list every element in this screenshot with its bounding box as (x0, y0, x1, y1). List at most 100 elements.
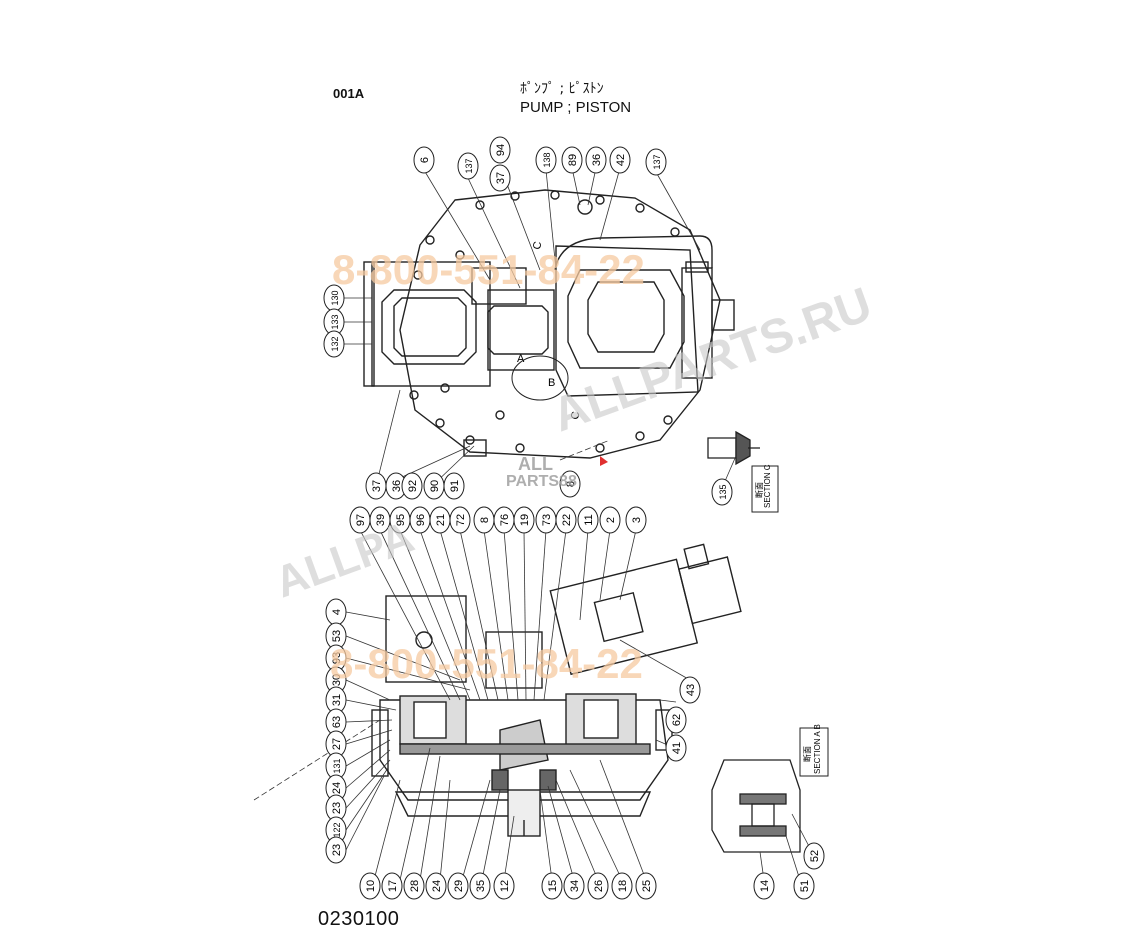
callout-top-16: 91 (443, 472, 465, 500)
callout-number: 39 (375, 514, 387, 526)
callout-number: 37 (371, 480, 383, 492)
callout-number: 21 (435, 514, 447, 526)
title-english: PUMP ; PISTON (520, 99, 632, 116)
callout-bottom-27: 62 (665, 706, 687, 734)
callout-bottom-28: 41 (665, 734, 687, 762)
callout-number: 4 (331, 609, 343, 615)
callout-top-4: 138 (535, 146, 557, 174)
callout-top-12: 37 (365, 472, 387, 500)
pump-body (555, 245, 699, 397)
callout-number: 22 (561, 514, 573, 526)
callout-top-1: 137 (457, 152, 479, 180)
callout-number: 93 (331, 652, 343, 664)
callout-bottom-9: 73 (535, 506, 557, 534)
callout-number: 135 (718, 484, 728, 499)
watermark-logo-line2: PARTS88 (506, 473, 577, 490)
callout-top-2: 94 (489, 136, 511, 164)
callout-bottom-37: 34 (563, 872, 585, 900)
section-c-detail (707, 430, 760, 466)
callout-number: 14 (759, 880, 771, 892)
tilted-regulator (549, 543, 742, 676)
callout-top-8: 137 (645, 148, 667, 176)
callout-number: 23 (331, 844, 343, 856)
callout-top-0: 6 (413, 146, 435, 174)
callout-number: 18 (617, 880, 629, 892)
callout-top-5: 89 (561, 146, 583, 174)
callout-bottom-32: 24 (425, 872, 447, 900)
callout-top-10: 133 (323, 308, 345, 336)
callout-number: 11 (583, 514, 595, 525)
pilot-line (554, 235, 713, 271)
callout-bottom-13: 3 (625, 506, 647, 534)
callout-number: 24 (331, 782, 343, 794)
callout-number: 132 (330, 336, 340, 351)
callout-bottom-6: 8 (473, 506, 495, 534)
section-ab-detail (711, 759, 801, 853)
callout-number: 3 (631, 517, 643, 523)
output-shaft (507, 789, 541, 837)
callout-bottom-40: 25 (635, 872, 657, 900)
callout-bottom-18: 31 (325, 686, 347, 714)
callout-number: 96 (415, 514, 427, 526)
callout-number: 90 (429, 480, 441, 492)
section-c-label: SECTION C 断面 (751, 464, 779, 513)
callout-number: 133 (330, 314, 340, 329)
watermark-phone-lower: 8-800-551-84-22 (330, 640, 643, 687)
callout-bottom-38: 26 (587, 872, 609, 900)
callout-number: 122 (332, 822, 342, 837)
callout-bottom-31: 28 (403, 872, 425, 900)
callout-number: 131 (332, 758, 342, 773)
callout-number: 15 (547, 880, 559, 892)
callout-bottom-42: 51 (793, 872, 815, 900)
callout-top-18: 135 (711, 478, 733, 506)
port-block-left (385, 595, 467, 683)
callout-number: 52 (809, 850, 821, 862)
callout-bottom-19: 63 (325, 708, 347, 736)
section-c-text: SECTION C (763, 464, 772, 508)
leader-lines (253, 165, 813, 881)
callout-bottom-39: 18 (611, 872, 633, 900)
callout-bottom-35: 12 (493, 872, 515, 900)
callout-number: 35 (475, 880, 487, 892)
callout-number: 24 (431, 880, 443, 892)
callout-number: 23 (331, 802, 343, 814)
callout-bottom-4: 21 (429, 506, 451, 534)
callout-bottom-3: 96 (409, 506, 431, 534)
callout-number: 36 (391, 480, 403, 492)
view-marks: A B C C (517, 241, 582, 421)
callout-number: 25 (641, 880, 653, 892)
view-mark-c: C (531, 241, 544, 251)
left-housing (371, 261, 491, 387)
callout-number: 36 (591, 154, 603, 166)
title-japanese: ﾎﾟﾝﾌﾟ ; ﾋﾟｽﾄﾝ (520, 81, 604, 97)
callout-number: 19 (519, 514, 531, 526)
callout-number: 28 (409, 880, 421, 892)
callout-number: 43 (685, 684, 697, 696)
section-ab-danmen: 断面 (802, 746, 812, 762)
callout-number: 41 (671, 742, 683, 754)
callout-number: 72 (455, 514, 467, 526)
callout-bottom-7: 76 (493, 506, 515, 534)
callout-bottom-22: 24 (325, 774, 347, 802)
callout-number: 138 (542, 152, 552, 167)
callout-top-17: 8 (559, 470, 581, 498)
callout-bottom-26: 43 (679, 676, 701, 704)
callout-bottom-12: 2 (599, 506, 621, 534)
callout-bottom-43: 52 (803, 842, 825, 870)
callout-number: 31 (331, 694, 343, 706)
callout-number: 91 (449, 480, 461, 492)
callout-bottom-1: 39 (369, 506, 391, 534)
callout-bottom-17: 30 (325, 666, 347, 694)
watermarks: 8-800-551-84-22 8-800-551-84-22 ALLPARTS… (269, 246, 879, 687)
callout-number: 76 (499, 514, 511, 526)
callout-number: 63 (331, 716, 343, 728)
callout-bottom-41: 14 (753, 872, 775, 900)
callout-number: 92 (407, 480, 419, 492)
watermark-phone-upper: 8-800-551-84-22 (332, 246, 645, 293)
callout-bottom-2: 95 (389, 506, 411, 534)
callout-top-15: 90 (423, 472, 445, 500)
callout-number: 94 (495, 144, 507, 156)
